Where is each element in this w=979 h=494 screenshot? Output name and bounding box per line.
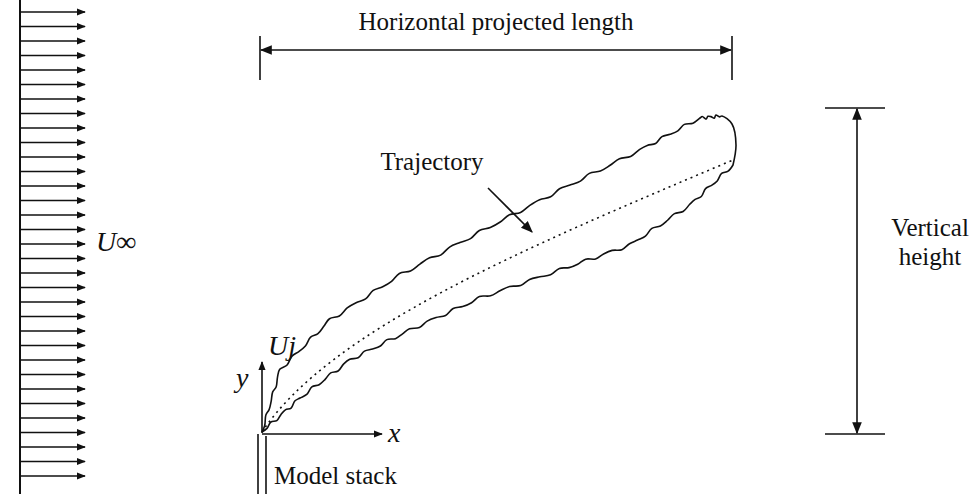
axis-label: y xyxy=(236,362,248,394)
dimension-label: Horizontal projected length xyxy=(359,8,634,37)
horizontal-dimension xyxy=(260,36,732,80)
freestream-velocity: U∞ xyxy=(96,226,136,258)
x-axis xyxy=(262,433,382,435)
dimension-label: Vertical height xyxy=(885,214,975,272)
stack-label: Model stack xyxy=(274,462,397,491)
axis-label: x xyxy=(388,417,400,449)
jet-velocity: Uj xyxy=(268,330,296,362)
vertical-dimension xyxy=(825,108,885,434)
trajectory-line xyxy=(262,160,733,432)
wind-arrows xyxy=(21,12,85,476)
trajectory-label: Trajectory xyxy=(380,148,483,177)
trajectory-leader xyxy=(488,188,532,232)
y-axis xyxy=(261,362,263,433)
model-stack xyxy=(258,434,266,494)
plume-outline xyxy=(262,115,736,432)
inlet-line xyxy=(19,0,21,494)
